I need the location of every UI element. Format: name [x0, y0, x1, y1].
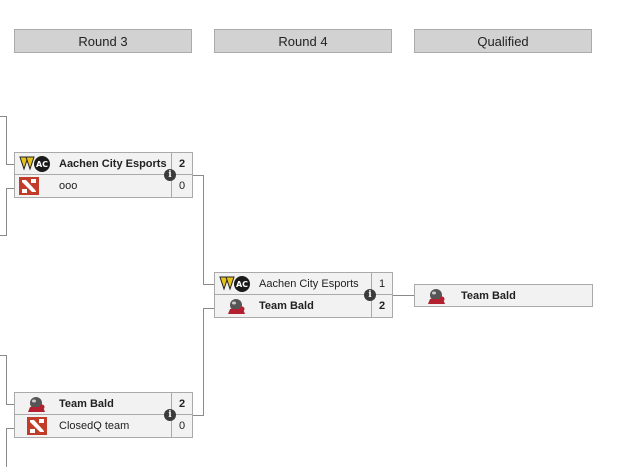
svg-text:AC: AC — [36, 160, 48, 169]
connector-line — [0, 355, 6, 356]
dota2-logo — [15, 176, 53, 197]
connector-line — [203, 175, 204, 285]
team-bald-logo — [15, 393, 53, 414]
svg-text:AC: AC — [236, 280, 248, 289]
connector-line — [203, 308, 214, 309]
team-bald-logo — [215, 296, 253, 317]
connector-line — [6, 404, 14, 405]
connector-line — [193, 415, 203, 416]
team-name[interactable]: ClosedQ team — [59, 420, 130, 432]
team-row[interactable]: Team Bald 2 — [214, 295, 393, 318]
info-icon[interactable]: i — [164, 409, 176, 421]
team-score: 2 — [171, 393, 192, 414]
connector-line — [6, 428, 14, 429]
connector-line — [6, 164, 14, 165]
qualified-team[interactable]: Team Bald — [414, 284, 593, 307]
connector-line — [6, 355, 7, 404]
info-icon[interactable]: i — [164, 169, 176, 181]
connector-line — [193, 175, 203, 176]
team-name[interactable]: Team Bald — [59, 397, 114, 410]
match-round3-top: AC Aachen City Esports 2 ooo 0 i — [14, 152, 193, 198]
qualified-team-name[interactable]: Team Bald — [461, 289, 516, 302]
team-row[interactable]: AC Aachen City Esports 1 — [214, 272, 393, 295]
team-score: 2 — [371, 295, 392, 317]
info-icon[interactable]: i — [364, 289, 376, 301]
connector-line — [6, 428, 7, 467]
connector-line — [6, 188, 14, 189]
connector-line — [203, 308, 204, 416]
connector-line — [6, 116, 7, 164]
team-score: 0 — [171, 175, 192, 197]
team-name[interactable]: Team Bald — [259, 300, 314, 312]
match-round3-bottom: Team Bald 2 ClosedQ team 0 i — [14, 392, 193, 438]
team-bald-logo — [415, 285, 453, 306]
match-round4: AC Aachen City Esports 1 Team Bald 2 i — [214, 272, 393, 318]
aachen-city-logo: AC — [215, 273, 253, 294]
connector-line — [6, 188, 7, 236]
aachen-city-logo: AC — [15, 153, 53, 174]
team-score: 2 — [171, 153, 192, 174]
round-header-round-3: Round 3 — [14, 29, 192, 53]
connector-line — [0, 116, 6, 117]
team-row[interactable]: ooo 0 — [14, 175, 193, 198]
team-row[interactable]: Team Bald 2 — [14, 392, 193, 415]
round-header-round-4: Round 4 — [214, 29, 392, 53]
team-name[interactable]: ooo — [59, 180, 78, 192]
team-name[interactable]: Aachen City Esports — [259, 277, 359, 290]
team-row[interactable]: ClosedQ team 0 — [14, 415, 193, 438]
team-score: 0 — [171, 415, 192, 437]
connector-line — [203, 284, 214, 285]
round-header-qualified: Qualified — [414, 29, 592, 53]
team-score: 1 — [371, 273, 392, 294]
connector-line — [0, 235, 6, 236]
dota2-logo — [15, 416, 53, 437]
team-row[interactable]: AC Aachen City Esports 2 — [14, 152, 193, 175]
connector-line — [393, 295, 414, 296]
team-name[interactable]: Aachen City Esports — [59, 157, 167, 170]
